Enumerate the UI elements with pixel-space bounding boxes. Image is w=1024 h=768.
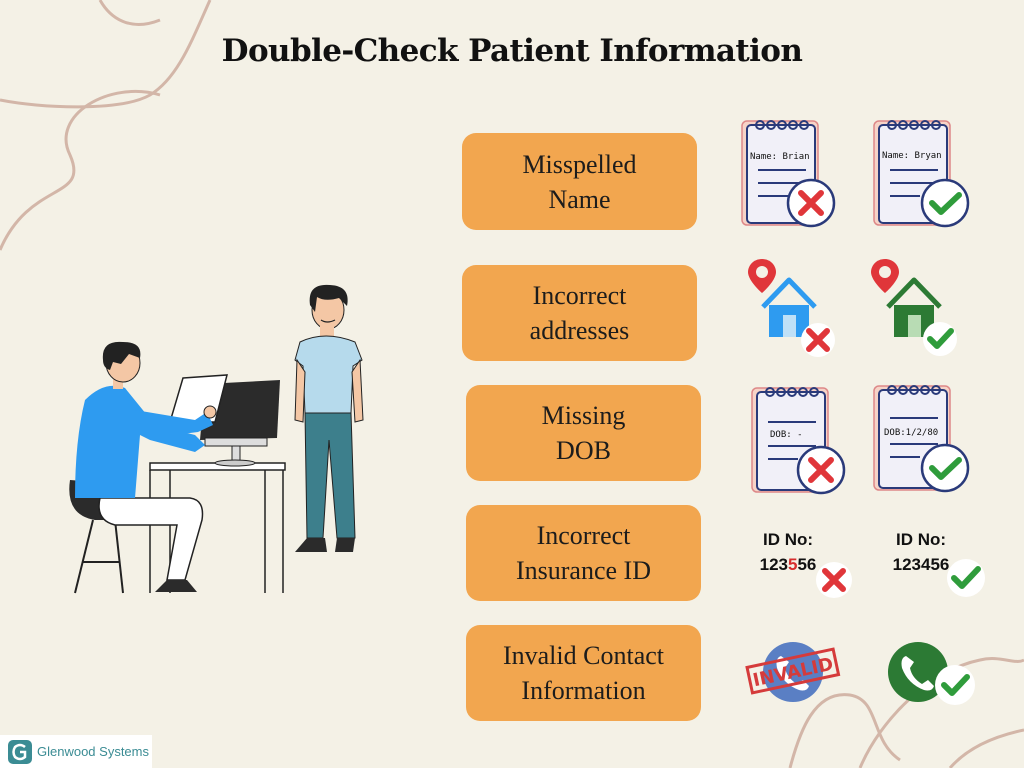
page-title: Double-Check Patient Information: [221, 33, 803, 69]
wrong-id-value: 123556: [748, 552, 828, 577]
wrong-id-part: 56: [797, 555, 817, 574]
logo-text: Glenwood Systems: [37, 744, 149, 759]
correct-name-notepad-icon: Name: Bryan: [873, 120, 970, 228]
wrong-name-notepad-icon: Name: Brian: [741, 120, 836, 228]
wrong-id-part: 123: [759, 555, 788, 574]
invalid-contact-information-label: Invalid Contact Information: [466, 625, 701, 721]
correct-address-house-icon: [871, 259, 957, 356]
logo-icon: [8, 739, 32, 764]
row-label-line2: Insurance ID: [516, 556, 651, 585]
row-label-line1: Incorrect: [532, 281, 627, 310]
wrong-id-x-icon: [816, 562, 852, 598]
correct-dob-notepad-icon: DOB:1/2/80: [873, 385, 970, 493]
wrong-id-text: ID No: 123556: [748, 527, 828, 577]
row-label-line1: Incorrect: [536, 521, 631, 550]
correct-id-label: ID No:: [895, 530, 947, 549]
misspelled-name-label: Misspelled Name: [462, 133, 697, 230]
wrong-name-text: Name: Brian: [750, 152, 810, 162]
incorrect-addresses-label: Incorrect addresses: [462, 265, 697, 361]
correct-name-text: Name: Bryan: [882, 151, 942, 161]
company-logo: Glenwood Systems: [0, 735, 152, 768]
row-label-line1: Misspelled: [522, 149, 637, 179]
row-label-line2: Name: [548, 184, 611, 214]
wrong-dob-notepad-icon: DOB: -: [751, 387, 846, 495]
missing-dob-label: Missing DOB: [466, 385, 701, 481]
wrong-id-label: ID No:: [762, 530, 814, 549]
front-desk-illustration: [69, 284, 364, 594]
row-label-line1: Missing: [541, 401, 626, 430]
row-label-line2: addresses: [529, 316, 630, 345]
row-label-line2: Information: [521, 676, 646, 705]
wrong-id-highlight: 5: [787, 555, 798, 574]
correct-dob-text: DOB:1/2/80: [884, 428, 938, 438]
row-label-line2: DOB: [556, 436, 611, 465]
valid-phone-check-icon: [888, 642, 975, 705]
row-label-line1: Invalid Contact: [502, 641, 664, 670]
wrong-address-house-icon: [748, 259, 835, 357]
correct-id-check-icon: [947, 559, 985, 597]
correct-id-value: 123456: [892, 555, 950, 574]
wrong-dob-text: DOB: -: [770, 430, 803, 440]
invalid-phone-stamp-icon: INVALID: [745, 642, 841, 702]
correct-id-text: ID No: 123456: [880, 527, 962, 577]
incorrect-insurance-id-label: Incorrect Insurance ID: [466, 505, 701, 601]
